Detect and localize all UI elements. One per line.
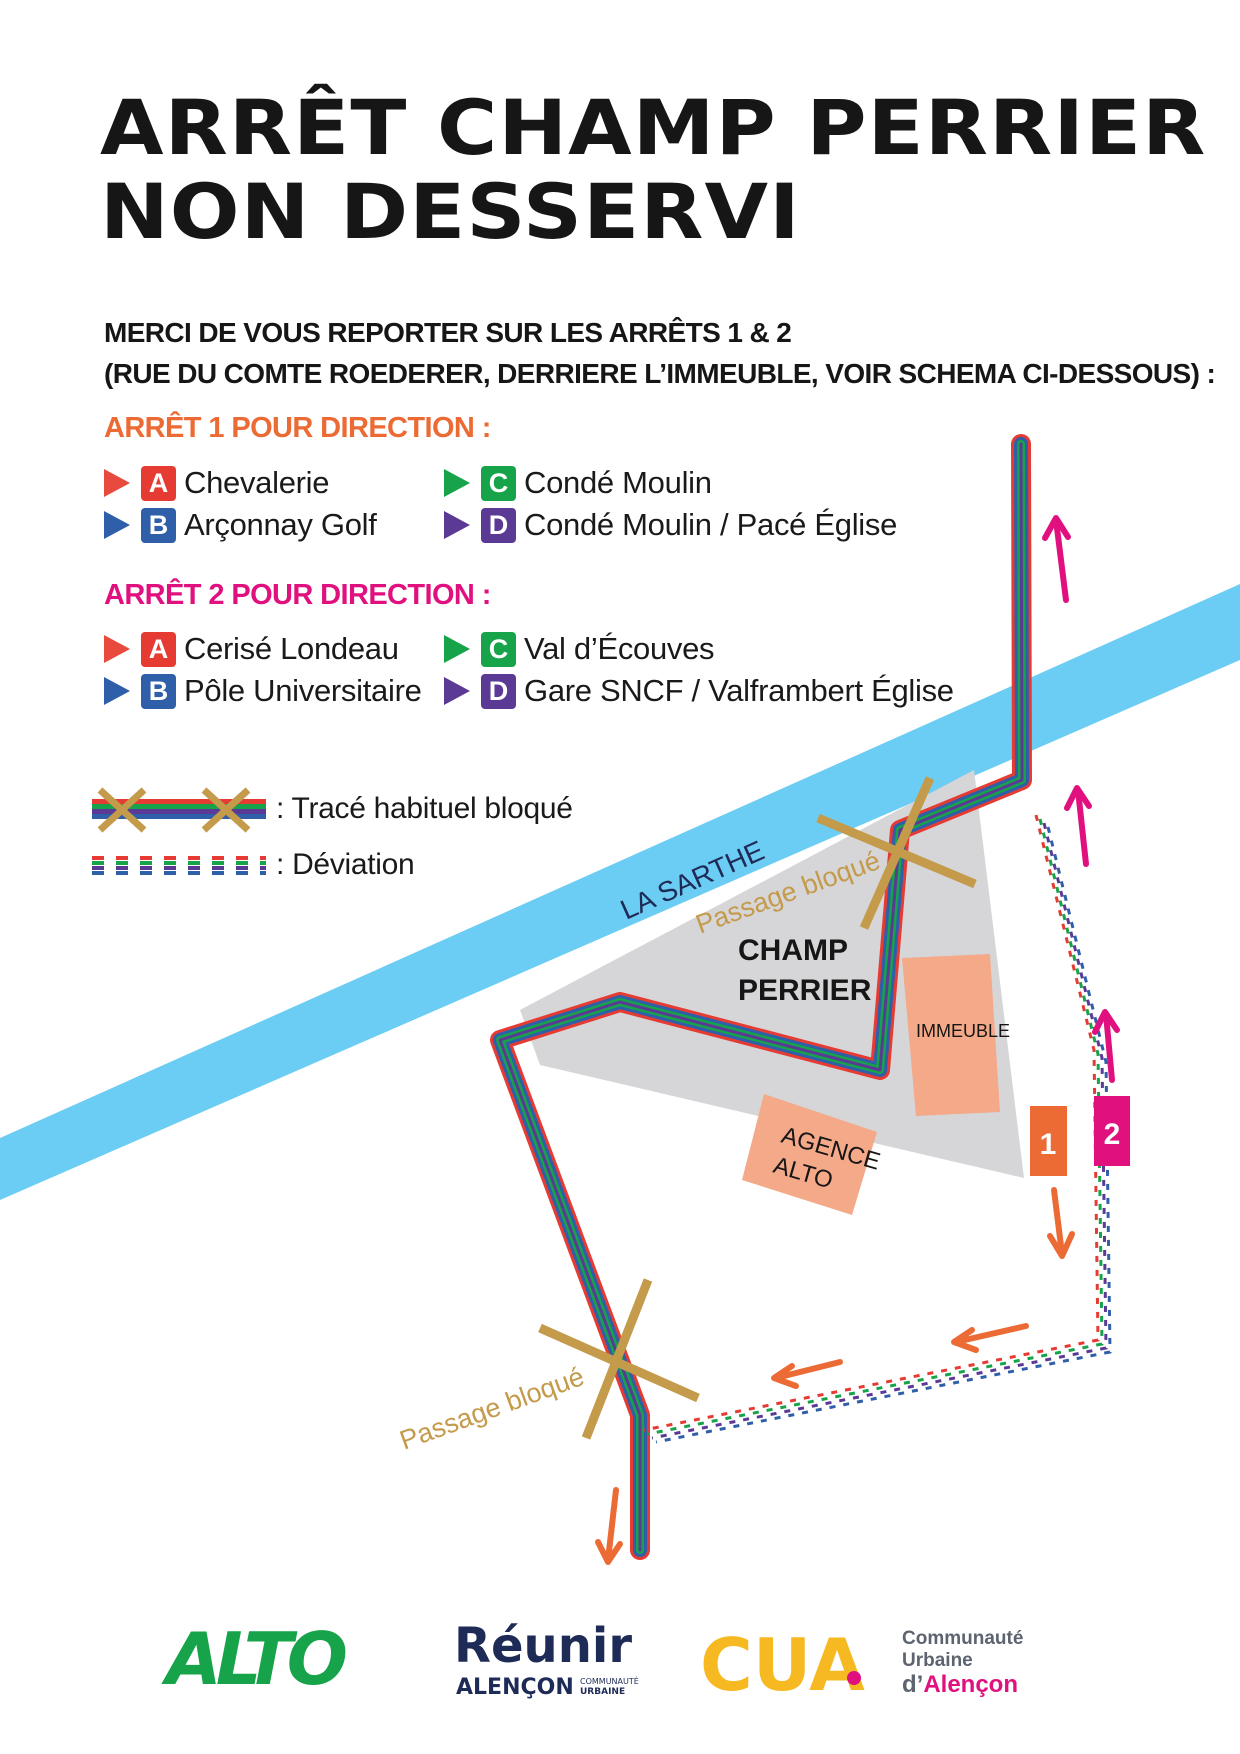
alto-logo: ALTO (161, 1618, 352, 1698)
triangle-icon (104, 511, 130, 539)
intro-line-1: MERCI DE VOUS REPORTER SUR LES ARRÊTS 1 … (104, 317, 792, 348)
line-badge-b: B (141, 673, 176, 709)
triangle-icon (104, 469, 130, 497)
stop-1-marker (1030, 1106, 1067, 1176)
title-line-2: NON DESSERVI (100, 167, 801, 256)
alto-logo-text: ALTO (161, 1618, 346, 1698)
line-badge-a: A (141, 465, 176, 501)
cua-line-1: Communauté (902, 1628, 1023, 1649)
area-label-line-2: PERRIER (738, 974, 872, 1007)
reunir-logo: Réunir ALENÇON COMMUNAUTÉ URBAINE (454, 1618, 639, 1700)
destination: Chevalerie (184, 465, 330, 500)
cua-word: CUA (700, 1623, 865, 1702)
river (0, 584, 1240, 1200)
arrow-icon (951, 1323, 1029, 1353)
line-badge-c: C (481, 465, 516, 501)
stop-2-marker (1094, 1096, 1130, 1166)
stop2-entry-d: D Gare SNCF / Valframbert Église (444, 671, 954, 711)
stop1-entry-c: C Condé Moulin (444, 463, 712, 503)
intro-line-2: (RUE DU COMTE ROEDERER, DERRIERE L’IMMEU… (104, 358, 1216, 389)
stop1-direction-heading: ARRÊT 1 POUR DIRECTION : (104, 412, 491, 444)
cross-icon (538, 1278, 700, 1440)
cua-line-3: d’Alençon (902, 1671, 1018, 1698)
title-line-1: ARRÊT CHAMP PERRIER (100, 83, 1207, 172)
cua-line-3-prefix: d’ (902, 1671, 923, 1698)
reunir-tag-1: COMMUNAUTÉ (580, 1675, 639, 1686)
building-label: IMMEUBLE (916, 1021, 1010, 1041)
cross-icon (816, 776, 977, 930)
line-badge-b: B (141, 507, 176, 543)
stop1-entry-d: D Condé Moulin / Pacé Église (444, 505, 897, 545)
arrow-icon (1064, 785, 1092, 867)
line-badge-d: D (481, 507, 516, 543)
line-badge-c: C (481, 631, 516, 667)
triangle-icon (444, 511, 470, 539)
destination: Arçonnay Golf (184, 507, 377, 542)
reunir-tag-2: URBAINE (580, 1687, 625, 1697)
building-immeuble (902, 954, 1000, 1116)
destination: Pôle Universitaire (184, 673, 422, 708)
intro-text: MERCI DE VOUS REPORTER SUR LES ARRÊTS 1 … (104, 312, 1216, 394)
stop2-entry-c: C Val d’Écouves (444, 629, 715, 669)
legend-deviation-label: : Déviation (276, 848, 415, 881)
stop1-entry-b: B Arçonnay Golf (104, 505, 377, 545)
stop2-entry-b: B Pôle Universitaire (104, 671, 422, 711)
stop-2-label: 2 (1104, 1118, 1121, 1151)
arrow-icon (771, 1359, 843, 1389)
stop2-entry-a: A Cerisé Londeau (104, 629, 399, 669)
legend-deviation-swatch (92, 856, 266, 875)
legend-blocked-swatch (92, 787, 266, 833)
agency-alto (742, 1094, 877, 1215)
legend-blocked-label: : Tracé habituel bloqué (276, 792, 573, 825)
arrow-icon (1042, 515, 1071, 603)
blocked-label-bottom: Passage bloqué (396, 1361, 588, 1455)
triangle-icon (444, 635, 470, 663)
arrow-icon (595, 1487, 623, 1565)
line-badge-d: D (481, 673, 516, 709)
destination: Condé Moulin (524, 465, 712, 500)
stop1-entry-a: A Chevalerie (104, 463, 330, 503)
stop2-direction-heading: ARRÊT 2 POUR DIRECTION : (104, 579, 491, 611)
triangle-icon (444, 677, 470, 705)
arrow-icon (1092, 1009, 1120, 1083)
destination: Condé Moulin / Pacé Église (524, 507, 898, 542)
destination: Cerisé Londeau (184, 631, 399, 666)
destination: Val d’Écouves (524, 631, 715, 666)
reunir-city: ALENÇON (456, 1675, 574, 1700)
line-badge-a: A (141, 631, 176, 667)
triangle-icon (104, 635, 130, 663)
arrow-icon (1047, 1187, 1075, 1259)
cua-line-3-city: Alençon (923, 1671, 1018, 1698)
cua-logo: CUA Communauté Urbaine d’Alençon (700, 1623, 1023, 1702)
area-label-line-1: CHAMP (738, 934, 848, 967)
destination: Gare SNCF / Valframbert Église (524, 673, 954, 708)
reunir-word: Réunir (454, 1618, 632, 1674)
triangle-icon (104, 677, 130, 705)
page-title: ARRÊT CHAMP PERRIER NON DESSERVI (100, 86, 1205, 254)
cua-line-2: Urbaine (902, 1650, 973, 1671)
triangle-icon (444, 469, 470, 497)
cua-dot (847, 1671, 861, 1685)
stop-1-label: 1 (1040, 1128, 1057, 1161)
